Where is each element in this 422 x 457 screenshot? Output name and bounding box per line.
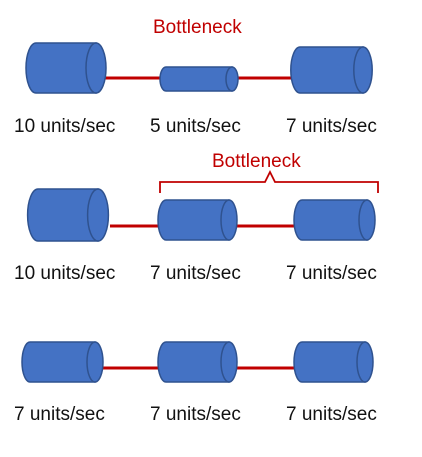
- pipe-row-2-stage-1-body: [26, 188, 99, 242]
- pipe-row-2-stage-1-end-cap: [86, 188, 110, 242]
- pipe-row-3-stage-1-body: [21, 341, 96, 383]
- pipe-row-1-stage-3-body: [290, 46, 364, 94]
- pipe-row-3-stage-1: [21, 341, 104, 383]
- pipe-row-2-stage-3: [293, 199, 376, 241]
- pipe-row-2-stage-1: [26, 188, 110, 242]
- pipe-row-1-stage-3: [290, 46, 373, 94]
- rate-label-row-3-stage-2: 7 units/sec: [150, 404, 241, 425]
- pipe-row-1-stage-2-end-cap: [225, 66, 239, 92]
- rate-label-row-1-stage-2: 5 units/sec: [150, 116, 241, 137]
- pipe-row-3-stage-3-end-cap: [356, 341, 374, 383]
- pipe-row-2-stage-3-end-cap: [358, 199, 376, 241]
- pipe-row-2-stage-3-body: [293, 199, 368, 241]
- pipe-row-3-stage-3-body: [293, 341, 366, 383]
- rate-label-row-3-stage-3: 7 units/sec: [286, 404, 377, 425]
- pipe-row-1-stage-2-body: [159, 66, 233, 92]
- bottleneck-label-row-1: Bottleneck: [153, 17, 242, 38]
- rate-label-row-1-stage-3: 7 units/sec: [286, 116, 377, 137]
- pipe-row-1-stage-3-end-cap: [353, 46, 373, 94]
- pipe-row-3-stage-1-end-cap: [86, 341, 104, 383]
- rate-label-row-3-stage-1: 7 units/sec: [14, 404, 105, 425]
- pipe-row-1-stage-1-body: [25, 42, 97, 94]
- pipe-row-2-stage-2: [157, 199, 238, 241]
- pipe-row-2-stage-2-body: [157, 199, 230, 241]
- rate-label-row-2-stage-3: 7 units/sec: [286, 263, 377, 284]
- pipe-row-3-stage-2-end-cap: [220, 341, 238, 383]
- pipe-row-1-stage-2: [159, 66, 239, 92]
- rate-label-row-2-stage-1: 10 units/sec: [14, 263, 116, 284]
- pipe-row-2-stage-2-end-cap: [220, 199, 238, 241]
- pipe-row-1-stage-1: [25, 42, 107, 94]
- bottleneck-bracket-row-2: [159, 169, 379, 193]
- pipe-row-3-stage-2: [157, 341, 238, 383]
- rate-label-row-2-stage-2: 7 units/sec: [150, 263, 241, 284]
- pipe-row-1-stage-1-end-cap: [85, 42, 107, 94]
- rate-label-row-1-stage-1: 10 units/sec: [14, 116, 116, 137]
- pipe-row-3-stage-3: [293, 341, 374, 383]
- bottleneck-label-row-2: Bottleneck: [212, 151, 301, 172]
- pipe-row-3-stage-2-body: [157, 341, 230, 383]
